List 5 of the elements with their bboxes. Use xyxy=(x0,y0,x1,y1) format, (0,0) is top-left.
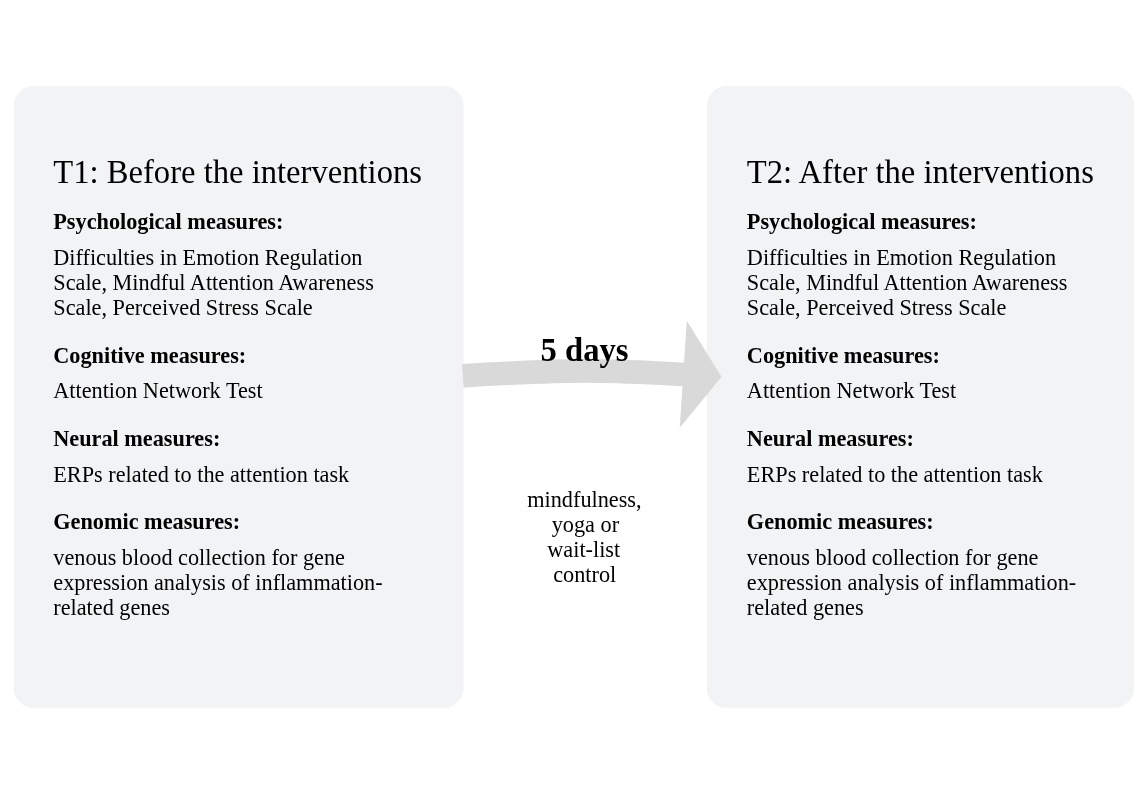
arrow xyxy=(462,320,722,428)
node-box: T1: Before the interventions Psychological measures: Difficulties in Emotion Regulation Scale, Mindful Attention Awareness Scale, Perceived Stress Scale Cognitive measures: Attention Network Test Neural measures: ERPs related to the attention task Genomic measures: venous blood collection for gene expression analysis of inflammation-related genes xyxy=(13,85,464,708)
node-box: T2: After the interventions Psychological measures: Difficulties in Emotion Regulation Scale, Mindful Attention Awareness Scale, Perceived Stress Scale Cognitive measures: Attention Network Test Neural measures: ERPs related to the attention task Genomic measures: venous blood collection for gene expression analysis of inflammation-related genes xyxy=(706,85,1135,708)
label: mindfulness, yoga or wait-list control xyxy=(527,486,642,587)
edge-label: 5 days xyxy=(540,331,629,368)
